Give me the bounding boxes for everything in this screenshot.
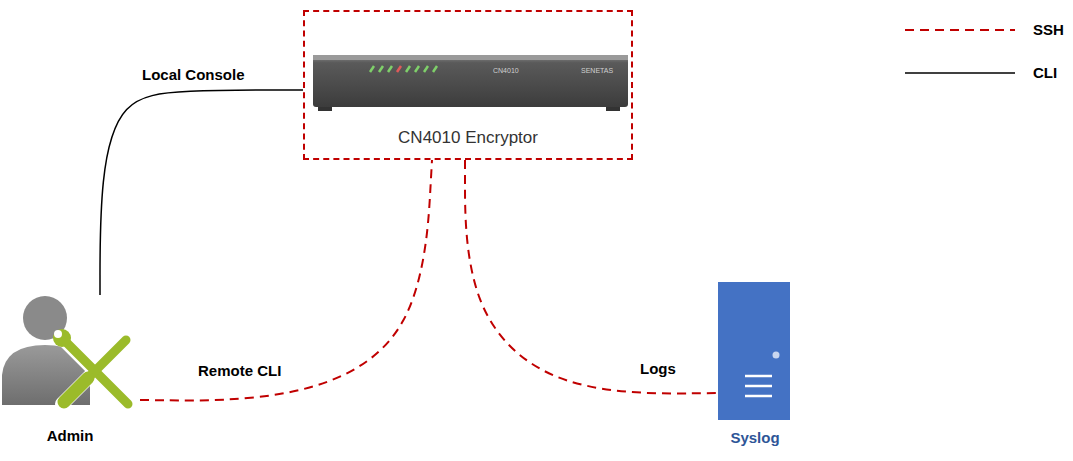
connector-label: Remote CLI: [196, 362, 283, 379]
led: [433, 66, 437, 72]
admin-icon: [2, 296, 128, 405]
encryptor-device: [313, 55, 628, 111]
brand-marking: SENETAS: [581, 67, 613, 74]
led: [424, 66, 428, 72]
node-label: Syslog: [730, 429, 779, 446]
legend-label: CLI: [1033, 64, 1057, 81]
led: [388, 66, 392, 72]
model-marking: CN4010: [493, 67, 519, 74]
encryptor-box: CN4010 Encryptor: [303, 10, 633, 160]
cli-connector: [100, 90, 303, 295]
legend-label: SSH: [1033, 21, 1064, 38]
led: [397, 66, 401, 72]
led: [379, 66, 383, 72]
admin-node: Admin: [0, 295, 140, 455]
led: [406, 66, 410, 72]
server-icon: [718, 282, 790, 420]
ssh-sample: [905, 29, 1015, 31]
ssh-connector: [465, 160, 718, 393]
led: [415, 66, 419, 72]
node-label: Admin: [47, 427, 94, 444]
connector-label: Logs: [638, 360, 678, 377]
connector-label: Local Console: [140, 66, 247, 83]
ssh-connector: [140, 160, 432, 400]
led: [370, 66, 374, 72]
cli-sample: [905, 72, 1015, 74]
node-label: CN4010 Encryptor: [398, 128, 538, 148]
syslog-node: Syslog: [718, 282, 792, 452]
